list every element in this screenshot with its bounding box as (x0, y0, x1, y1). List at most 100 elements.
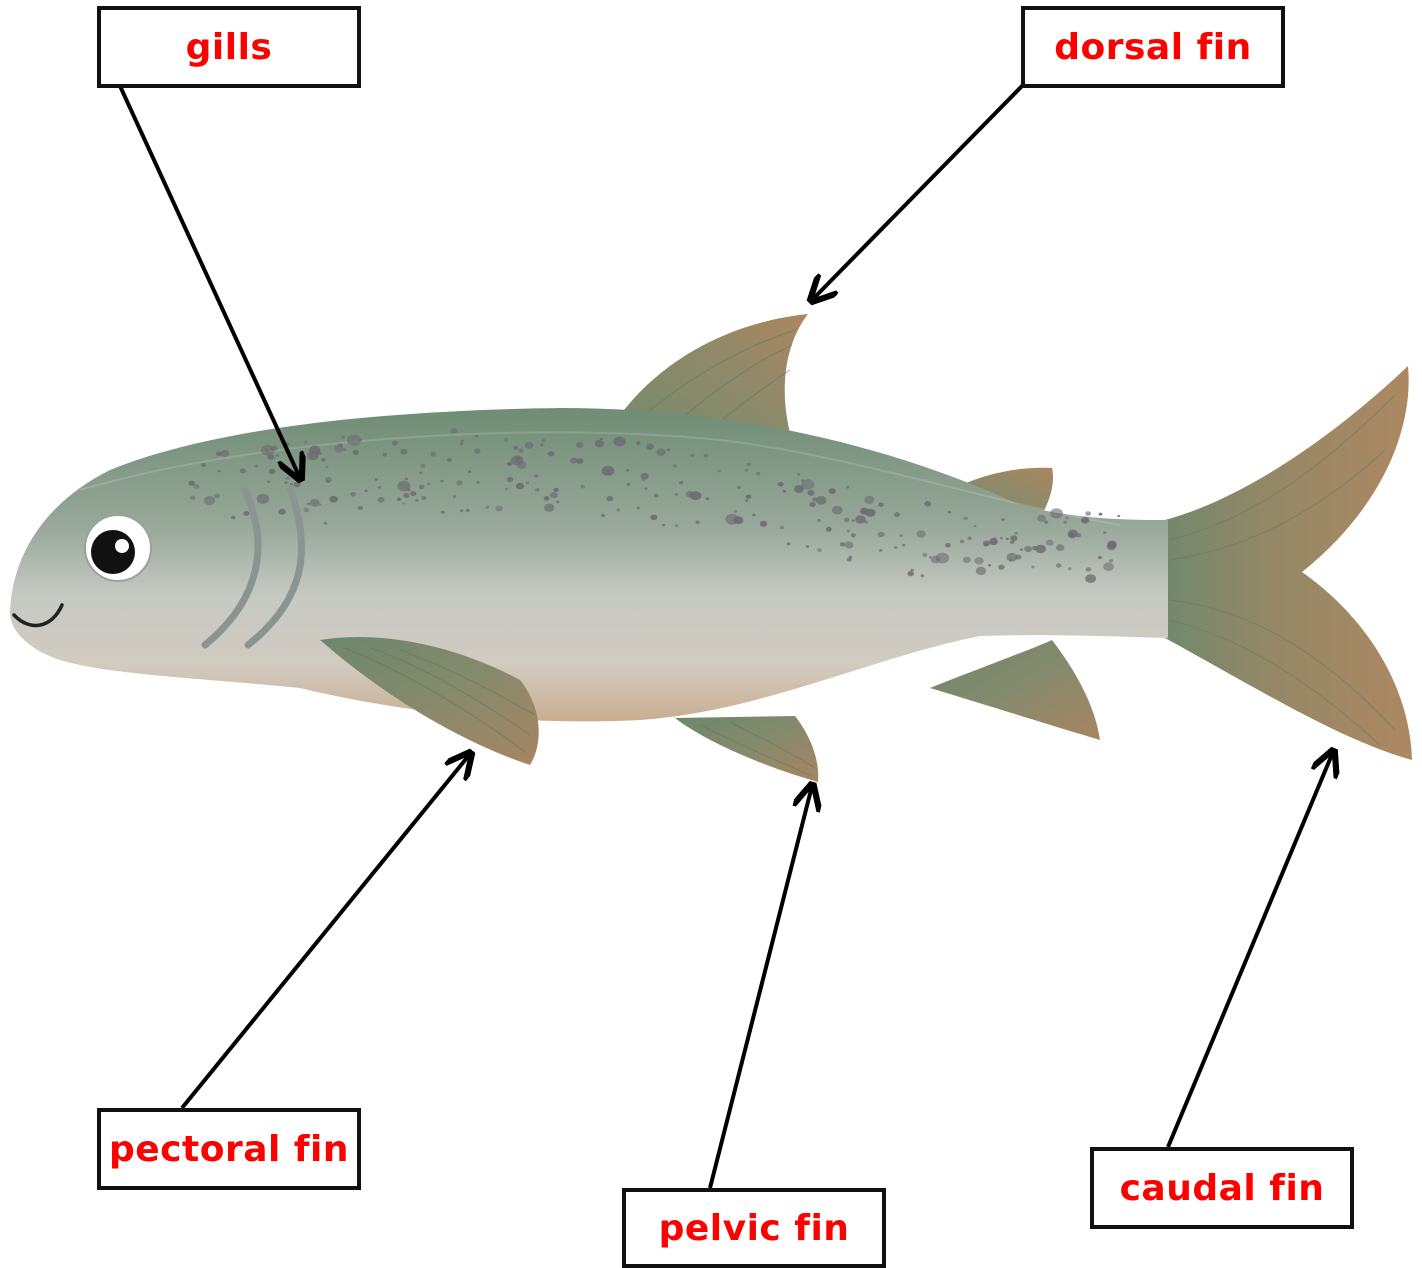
body-spot (963, 557, 971, 563)
pectoral-fin-label: pectoral fin (97, 1108, 361, 1190)
body-spot (734, 510, 738, 513)
body-spot (864, 520, 868, 523)
body-spot (516, 483, 524, 490)
body-spot (334, 445, 344, 453)
body-spot (1099, 513, 1103, 516)
body-spot (852, 519, 855, 521)
body-spot (1068, 567, 1071, 570)
body-spot (304, 441, 307, 444)
body-spot (921, 574, 925, 577)
body-spot (460, 442, 463, 445)
body-spot (907, 571, 914, 576)
body-spot (505, 488, 508, 491)
pelvic-fin-arrow (710, 786, 812, 1188)
body-spot (864, 496, 874, 504)
pelvic-fin (675, 716, 818, 782)
body-spot (276, 454, 279, 456)
body-spot (476, 481, 479, 484)
body-spot (737, 486, 741, 489)
body-spot (474, 448, 481, 453)
body-spot (397, 481, 410, 491)
body-spot (358, 438, 362, 441)
body-spot (733, 516, 743, 524)
pectoral-fin-label-text: pectoral fin (109, 1129, 349, 1170)
body-spot (299, 457, 302, 460)
body-spot (1044, 521, 1048, 524)
body-spot (829, 488, 836, 494)
body-spot (517, 461, 527, 469)
body-spot (704, 454, 708, 458)
body-spot (855, 515, 866, 523)
body-spot (1085, 511, 1091, 516)
body-spot (1014, 532, 1018, 535)
body-spot (778, 482, 784, 487)
body-spot (849, 556, 853, 559)
pelvic-fin-label: pelvic fin (622, 1188, 886, 1268)
body-spot (556, 500, 560, 503)
body-spot (968, 537, 972, 541)
body-spot (801, 479, 814, 489)
body-spot (1103, 562, 1114, 571)
body-spot (924, 501, 931, 506)
body-spot (637, 507, 640, 510)
body-spot (540, 443, 544, 446)
body-spot (507, 462, 512, 466)
body-spot (570, 458, 578, 464)
body-spot (576, 458, 583, 464)
body-spot (656, 448, 665, 455)
body-spot (878, 532, 885, 537)
body-spot (667, 448, 671, 451)
body-spot (284, 481, 288, 484)
body-spot (832, 506, 843, 515)
body-spot (809, 502, 815, 507)
body-spot (626, 469, 630, 472)
body-spot (415, 499, 419, 502)
body-spot (646, 443, 654, 449)
pelvic-fin-label-text: pelvic fin (659, 1208, 850, 1249)
body-spot (613, 437, 625, 447)
body-spot (321, 458, 326, 462)
body-spot (548, 451, 554, 456)
body-spot (902, 544, 905, 547)
body-spot (278, 509, 285, 515)
body-spot (929, 556, 932, 559)
body-spot (190, 496, 196, 500)
body-spot (1024, 546, 1032, 552)
body-spot (325, 466, 328, 469)
body-spot (1068, 532, 1076, 538)
body-spot (1006, 538, 1009, 540)
body-spot (1109, 559, 1113, 562)
body-spot (440, 480, 443, 482)
body-spot (214, 494, 220, 499)
body-spot (456, 480, 462, 485)
gills-label-text: gills (186, 27, 273, 68)
body-spot (651, 515, 658, 520)
body-spot (673, 464, 677, 467)
body-spot (403, 493, 409, 498)
body-spot (1063, 521, 1067, 524)
body-spot (1050, 508, 1063, 518)
body-spot (1056, 563, 1062, 567)
eye (85, 515, 151, 581)
body-spot (1031, 566, 1034, 569)
body-spot (392, 441, 398, 446)
body-spot (752, 514, 755, 517)
body-spot (806, 545, 809, 548)
body-spot (231, 516, 235, 520)
body-spot (747, 463, 751, 466)
body-spot (421, 496, 426, 500)
body-spot (1007, 553, 1018, 562)
body-spot (817, 519, 821, 522)
body-spot (447, 458, 452, 462)
dorsal-fin-arrow (812, 84, 1024, 300)
body-spot (640, 473, 648, 480)
body-spot (513, 446, 518, 450)
body-spot (636, 441, 641, 445)
body-spot (945, 543, 951, 548)
body-spot (526, 482, 529, 485)
body-spot (326, 480, 330, 483)
body-spot (998, 565, 1005, 570)
body-spot (430, 452, 436, 457)
body-spot (894, 546, 897, 549)
body-spot (378, 486, 381, 489)
